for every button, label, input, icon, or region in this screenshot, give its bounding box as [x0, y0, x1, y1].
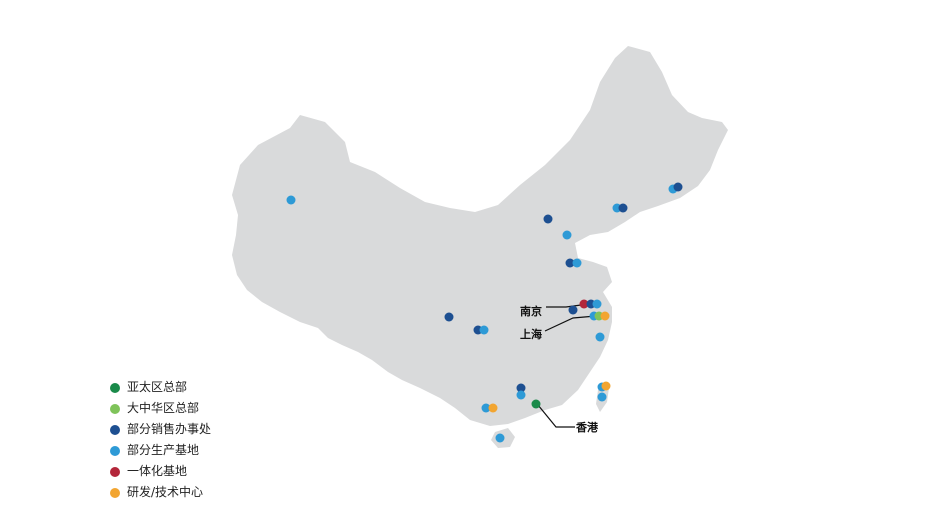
legend-item-sales-office: 部分销售办事处 — [110, 422, 211, 437]
marker-sales-office — [444, 312, 454, 322]
marker-production-base — [516, 390, 526, 400]
marker-sales-office — [568, 305, 578, 315]
legend-item-apac-hq: 亚太区总部 — [110, 380, 211, 395]
legend-label: 一体化基地 — [127, 464, 188, 478]
marker-rd-center — [488, 403, 498, 413]
marker-production-base — [572, 258, 582, 268]
legend-item-integrated-base: 一体化基地 — [110, 464, 211, 479]
city-label-hongkong: 香港 — [575, 420, 599, 434]
marker-sales-office — [543, 214, 553, 224]
legend-label: 部分生产基地 — [127, 443, 200, 457]
marker-production-base — [595, 332, 605, 342]
legend-item-rd-center: 研发/技术中心 — [110, 485, 211, 500]
legend-dot-greater-china-hq — [110, 403, 120, 414]
marker-sales-office — [673, 182, 683, 192]
legend-dot-integrated-base — [110, 466, 120, 477]
marker-production-base — [592, 299, 602, 309]
marker-production-base — [481, 403, 491, 413]
marker-production-base — [597, 392, 607, 402]
marker-apac-hq — [531, 399, 541, 409]
map-legend: 亚太区总部 大中华区总部 部分销售办事处 部分生产基地 一体化基地 研发/技术中… — [110, 380, 211, 500]
marker-sales-office — [516, 383, 526, 393]
legend-dot-production-base — [110, 445, 120, 456]
marker-rd-center — [600, 311, 610, 321]
nanjing-leader-line — [546, 304, 582, 308]
legend-label: 研发/技术中心 — [127, 485, 204, 499]
marker-sales-office — [565, 258, 575, 268]
legend-dot-apac-hq — [110, 382, 120, 393]
legend-label: 部分销售办事处 — [127, 422, 212, 436]
marker-rd-center — [601, 381, 611, 391]
marker-sales-office — [618, 203, 628, 213]
marker-production-base — [495, 433, 505, 443]
china-landmass — [232, 46, 728, 426]
legend-item-greater-china-hq: 大中华区总部 — [110, 401, 211, 416]
marker-production-base — [479, 325, 489, 335]
location-markers — [286, 182, 683, 443]
shanghai-leader-line — [544, 315, 597, 332]
legend-dot-sales-office — [110, 424, 120, 435]
hongkong-leader-line — [537, 404, 575, 428]
marker-production-base — [562, 230, 572, 240]
legend-item-production-base: 部分生产基地 — [110, 443, 211, 458]
legend-dot-rd-center — [110, 487, 120, 498]
marker-production-base — [286, 195, 296, 205]
marker-integrated-base — [579, 299, 589, 309]
legend-label: 大中华区总部 — [127, 401, 200, 415]
legend-label: 亚太区总部 — [127, 380, 188, 394]
city-label-nanjing: 南京 — [520, 304, 542, 318]
city-label-shanghai: 上海 — [520, 327, 542, 341]
